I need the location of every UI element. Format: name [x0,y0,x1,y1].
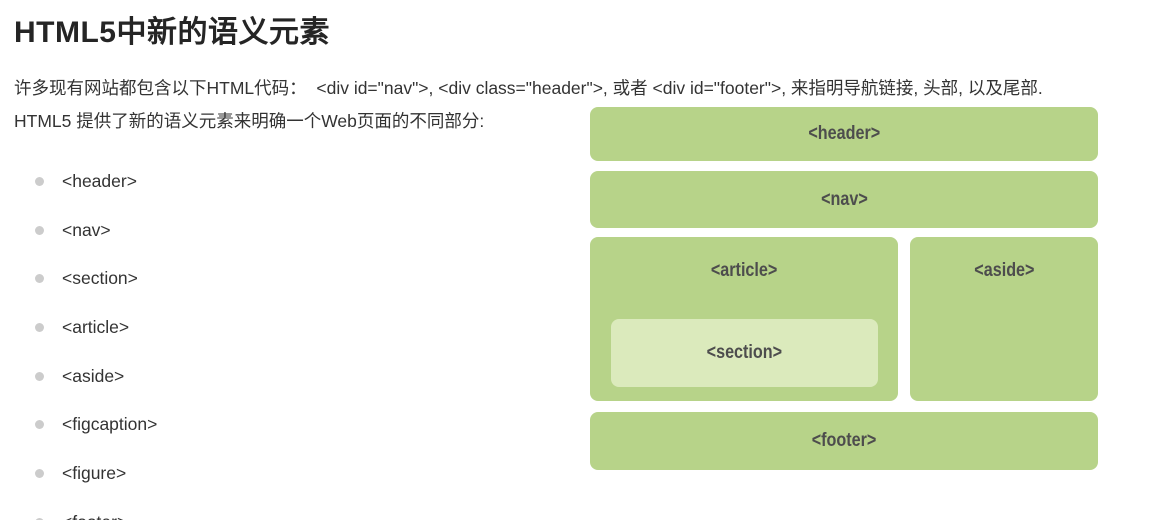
semantic-layout-diagram: <header> <nav> <article> <section> <asid… [590,107,1098,470]
diagram-aside-box: <aside> [910,237,1098,401]
diagram-section-label: <section> [706,342,783,363]
list-item-label: <nav> [62,219,111,240]
list-item-header: <header> [14,157,1169,206]
intro-line-1: 许多现有网站都包含以下HTML代码： <div id="nav">, <div … [14,78,1043,98]
diagram-middle-row: <article> <section> <aside> [590,237,1098,401]
list-item-label: <article> [62,316,130,337]
list-item-label: <footer> [62,512,127,520]
page-title: HTML5中新的语义元素 [14,16,330,49]
semantic-tag-list: <header> <nav> <section> <article> <asid… [14,157,1169,520]
bullet-icon [35,420,44,430]
bullet-icon [35,371,44,381]
list-item-aside: <aside> [14,352,1169,401]
diagram-nav-label: <nav> [820,188,868,210]
bullet-icon [35,468,44,478]
diagram-article-box: <article> <section> [590,237,898,401]
list-item-label: <header> [62,170,137,191]
diagram-header-label: <header> [808,123,880,144]
list-item-label: <figcaption> [62,414,158,435]
diagram-aside-label: <aside> [973,260,1035,281]
bullet-icon [35,517,44,520]
list-item-nav: <nav> [14,206,1169,255]
bullet-icon [35,322,44,332]
list-item-label: <figure> [62,462,127,483]
list-item-article: <article> [14,303,1169,352]
diagram-header-box: <header> [590,107,1098,161]
list-item-footer: <footer> [14,498,1169,520]
bullet-icon [35,274,44,284]
diagram-section-box: <section> [611,319,878,387]
list-item-section: <section> [14,254,1169,303]
list-item-label: <aside> [62,365,125,386]
intro-line-2: HTML5 提供了新的语义元素来明确一个Web页面的不同部分: [14,111,485,131]
diagram-nav-box: <nav> [590,171,1098,228]
list-item-label: <section> [62,268,138,289]
diagram-footer-label: <footer> [811,430,877,451]
diagram-article-label: <article> [710,260,778,281]
list-item-figcaption: <figcaption> [14,400,1169,449]
bullet-icon [35,225,44,235]
list-item-figure: <figure> [14,449,1169,498]
diagram-footer-box: <footer> [590,412,1098,470]
bullet-icon [35,176,44,186]
